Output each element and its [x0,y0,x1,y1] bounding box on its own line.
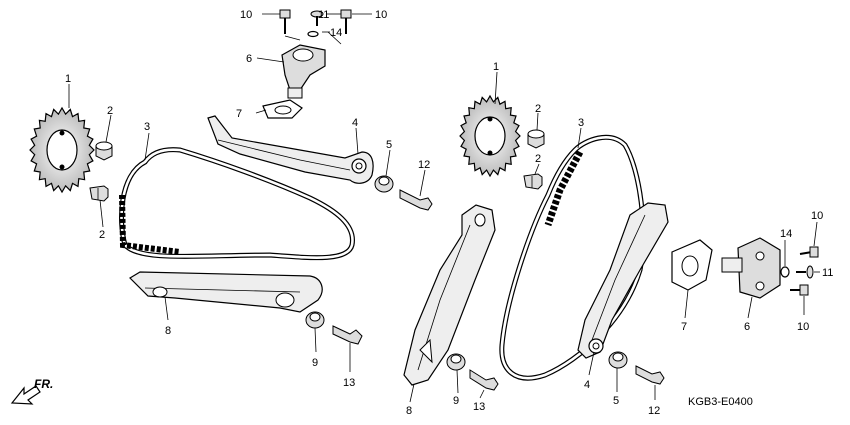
callout-left-2-upper: 2 [107,105,113,117]
drawing-code: KGB3-E0400 [688,396,753,408]
right-bolt-2-upper [527,129,545,149]
right-cam-chain [499,134,646,381]
callout-right-10-a: 10 [811,210,823,222]
callout-left-14: 14 [330,27,342,39]
left-collar-5 [374,175,394,193]
left-bolt-12 [399,189,433,211]
left-bolt-13 [332,325,363,345]
left-collar-9 [305,311,325,329]
callout-left-12: 12 [418,159,430,171]
callout-left-9: 9 [312,357,318,369]
left-tensioner-arm [207,115,374,184]
right-collar-5 [608,351,628,369]
callout-right-2-lower: 2 [535,153,541,165]
left-cam-chain [119,147,355,261]
callout-left-1: 1 [65,73,71,85]
callout-right-12: 12 [648,405,660,417]
callout-right-4: 4 [584,379,590,391]
right-bolt-10-b [790,284,809,296]
callout-right-14: 14 [780,228,792,240]
callout-left-2-lower: 2 [99,229,105,241]
left-bolt-10-b [340,9,352,34]
right-bolt-10-a [799,246,819,258]
front-label: FR. [34,377,53,391]
left-washer-14 [307,30,319,38]
left-cam-sprocket [29,106,95,194]
right-bolt-12 [635,365,665,385]
callout-right-13: 13 [473,401,485,413]
right-chain-guide [403,204,496,386]
leader-lines [68,13,820,403]
right-collar-9 [446,353,466,371]
right-washer-14 [780,266,790,278]
callout-right-11: 11 [822,267,833,279]
left-bolt-10-a [279,9,291,34]
callout-right-9: 9 [453,395,459,407]
callout-right-1: 1 [493,61,499,73]
front-arrow-icon [10,385,41,405]
callout-numbers: 1 2 2 3 4 5 6 7 8 9 10 10 11 12 13 14 1 … [65,9,833,417]
left-chain-guide [129,271,323,313]
callout-left-11: 11 [318,9,329,21]
callout-right-5: 5 [613,395,619,407]
right-bolt-11 [796,265,814,279]
left-tensioner-lifter [281,44,326,99]
callout-left-7: 7 [236,108,242,120]
callout-left-8: 8 [165,325,171,337]
callout-right-8: 8 [406,405,412,417]
callout-left-10-a: 10 [240,9,252,21]
left-bolt-11 [310,10,324,26]
front-direction-indicator: FR. [10,377,53,405]
callout-right-6: 6 [744,321,750,333]
callout-left-5: 5 [386,139,392,151]
callout-right-2-upper: 2 [535,103,541,115]
right-bolt-13 [469,369,499,391]
left-bolt-2-upper [95,141,113,161]
callout-right-10-b: 10 [797,321,809,333]
callout-right-3: 3 [578,117,584,129]
left-bolt-2-lower [89,185,109,202]
callout-left-6: 6 [246,53,252,65]
right-tensioner-lifter [721,237,781,299]
right-gasket-7 [671,239,713,291]
callout-right-7: 7 [681,321,687,333]
callout-left-10-b: 10 [375,9,387,21]
callout-left-13: 13 [343,377,355,389]
callout-left-4: 4 [352,117,358,129]
left-gasket-7 [262,99,303,119]
callout-left-3: 3 [144,121,150,133]
right-tensioner-arm [577,202,669,359]
right-cam-sprocket [459,94,521,178]
right-bolt-2-lower [523,173,543,190]
